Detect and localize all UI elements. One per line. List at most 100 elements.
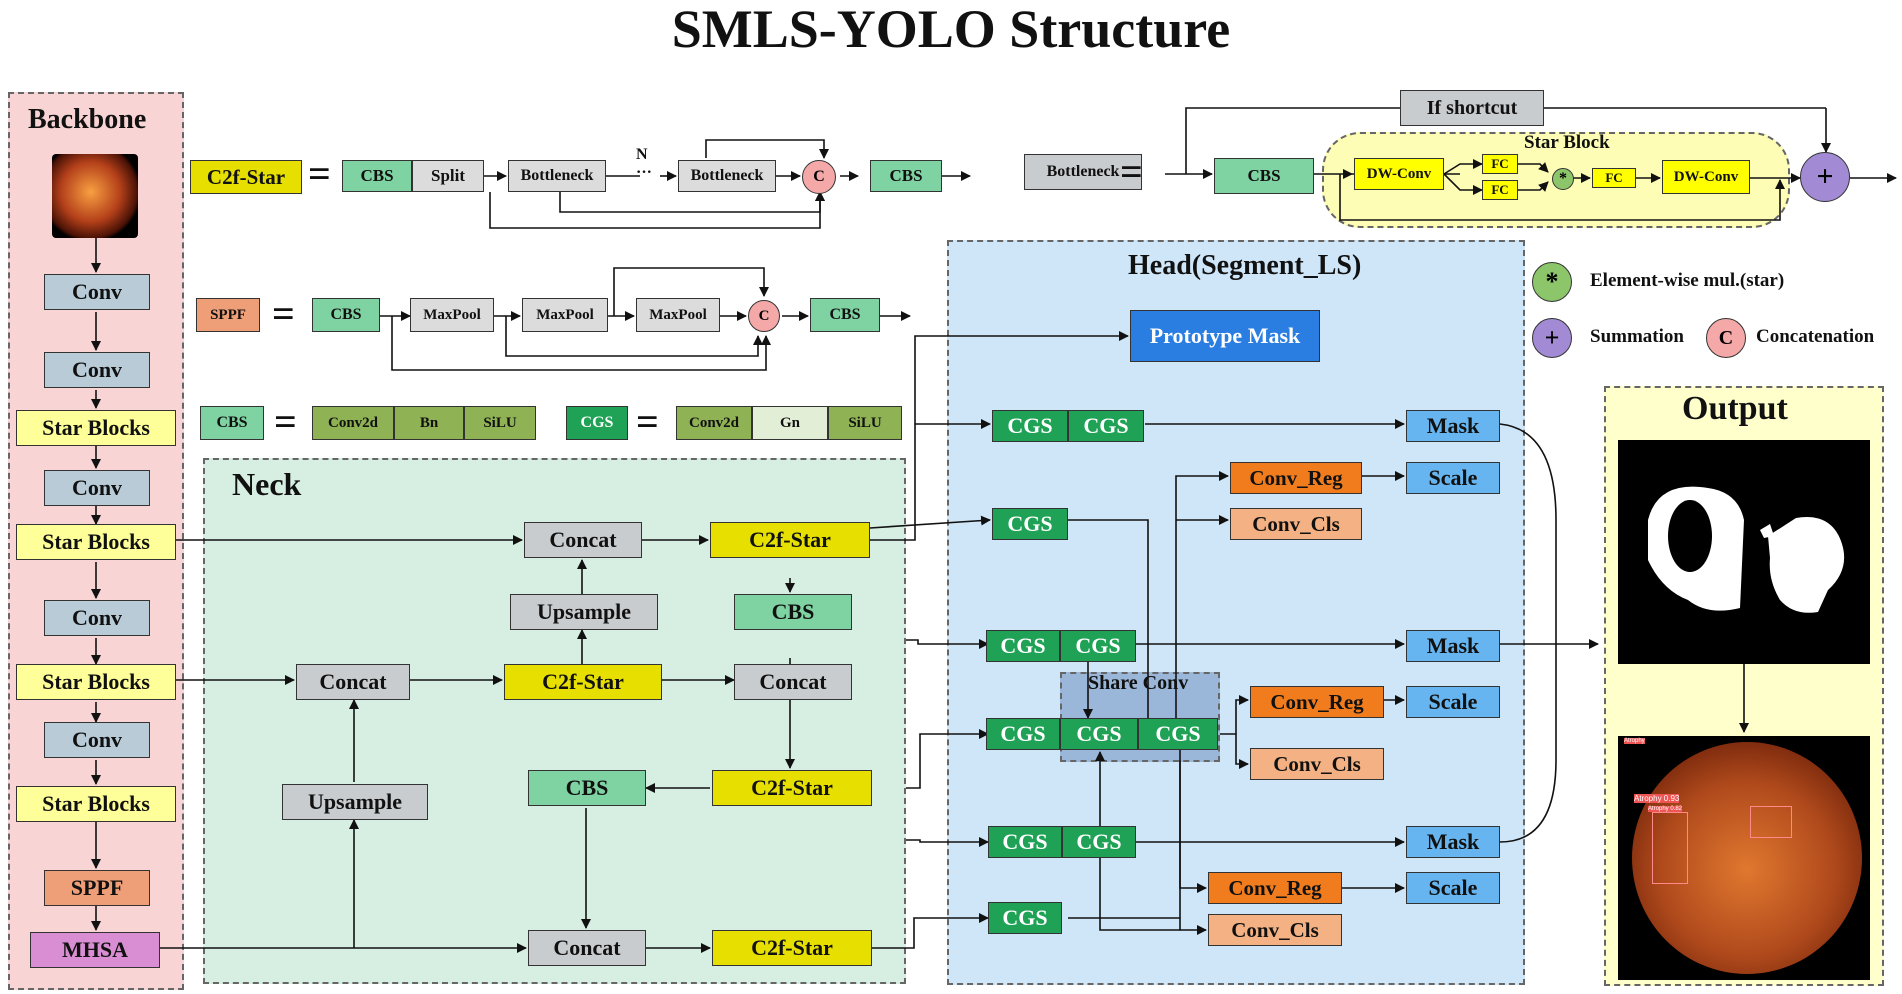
legend-star-text: Element-wise mul.(star) [1590,270,1785,291]
neck-title: Neck [232,466,302,502]
def-cbs: CBS [200,406,264,440]
mask-shapes [1648,486,1845,613]
equals-cbs: = [274,399,297,444]
neck-c2f-star-3: C2f-Star [712,770,872,806]
cbs-conv2d: Conv2d [312,406,394,440]
head-cgs-3b: CGS [1060,630,1136,662]
neck-concat-4: Concat [528,930,646,966]
backbone-title: Backbone [28,104,147,135]
sppf-maxpool-2: MaxPool [522,298,608,332]
head-cgs-share-1: CGS [1060,718,1138,750]
c2f-n-label: N [636,146,648,163]
neck-c2f-star-2: C2f-Star [504,664,662,700]
output-detection-image: Atrophy 0.93 Atrophy 0.82 Atrophy [1618,736,1870,980]
star-mul-circle: * [1552,168,1574,190]
star-block-title: Star Block [1524,132,1610,153]
equals-c2f: = [308,151,331,196]
equals-bottleneck: = [1120,149,1143,194]
equals-cgs: = [636,399,659,444]
cgs-gn: Gn [752,406,828,440]
head-cgs-1b: CGS [1068,410,1144,442]
head-cgs-5a: CGS [988,826,1062,858]
head-conv-reg-3: Conv_Reg [1208,872,1342,904]
prototype-mask: Prototype Mask [1130,310,1320,362]
legend-c-text: Concatenation [1756,326,1875,347]
backbone-conv-1: Conv [44,274,150,310]
detection-label-2: Atrophy 0.82 [1648,806,1683,812]
output-mask-image [1618,440,1870,664]
bottleneck-cbs: CBS [1214,158,1314,194]
head-mask-2: Mask [1406,630,1500,662]
neck-c2f-star-1: C2f-Star [710,522,870,558]
cbs-bn: Bn [394,406,464,440]
neck-upsample-2: Upsample [282,784,428,820]
c2f-concat-circle: C [802,160,836,194]
c2f-cbs-2: CBS [870,160,942,192]
if-shortcut-box: If shortcut [1400,90,1544,126]
legend-c-icon: C [1706,318,1746,358]
c2f-cbs-1: CBS [342,160,412,192]
head-cgs-4a: CGS [986,718,1060,750]
head-conv-cls-1: Conv_Cls [1230,508,1362,540]
input-fundus-image [52,154,138,238]
def-bottleneck: Bottleneck [1024,154,1142,190]
backbone-conv-2: Conv [44,352,150,388]
backbone-sppf: SPPF [44,870,150,906]
detection-box-2 [1750,806,1792,838]
sppf-concat-circle: C [748,300,780,332]
cgs-conv2d: Conv2d [676,406,752,440]
head-mask-1: Mask [1406,410,1500,442]
backbone-star-blocks-3: Star Blocks [16,664,176,700]
neck-concat-1: Concat [524,522,642,558]
backbone-conv-5: Conv [44,722,150,758]
neck-cbs-2: CBS [528,770,646,806]
sppf-cbs-1: CBS [312,298,380,332]
star-dw-conv-2: DW-Conv [1662,160,1750,194]
sppf-maxpool-3: MaxPool [636,298,720,332]
head-scale-2: Scale [1406,686,1500,718]
neck-concat-2: Concat [296,664,410,700]
neck-concat-3: Concat [734,664,852,700]
diagram-title: SMLS-YOLO Structure [671,0,1231,59]
backbone-star-blocks-2: Star Blocks [16,524,176,560]
detection-fundus [1632,742,1862,974]
def-c2f-star: C2f-Star [190,160,302,194]
head-cgs-6: CGS [988,902,1062,934]
head-panel [947,240,1525,985]
share-conv-title: Share Conv [1088,672,1189,694]
neck-upsample-1: Upsample [510,594,658,630]
head-conv-cls-3: Conv_Cls [1208,914,1342,946]
legend-plus-text: Summation [1590,326,1684,347]
def-cgs: CGS [566,406,628,440]
c2f-split: Split [412,160,484,192]
c2f-bottleneck-n: Bottleneck [678,160,776,192]
backbone-star-blocks-4: Star Blocks [16,786,176,822]
sppf-maxpool-1: MaxPool [410,298,494,332]
cgs-silu: SiLU [828,406,902,440]
head-conv-reg-2: Conv_Reg [1250,686,1384,718]
backbone-conv-4: Conv [44,600,150,636]
head-scale-3: Scale [1406,872,1500,904]
output-title: Output [1682,390,1788,427]
equals-sppf: = [272,291,295,336]
head-conv-reg-1: Conv_Reg [1230,462,1362,494]
head-mask-3: Mask [1406,826,1500,858]
head-cgs-3a: CGS [986,630,1060,662]
head-scale-1: Scale [1406,462,1500,494]
c2f-bottleneck-1: Bottleneck [508,160,606,192]
legend-star-icon: * [1532,262,1572,302]
neck-cbs-1: CBS [734,594,852,630]
cbs-silu: SiLU [464,406,536,440]
star-fc-2: FC [1482,180,1518,200]
head-cgs-5b: CGS [1062,826,1136,858]
backbone-mhsa: MHSA [30,932,160,968]
star-dw-conv-1: DW-Conv [1354,158,1444,190]
detection-label-1: Atrophy 0.93 [1634,794,1680,803]
star-fc-3: FC [1592,168,1636,188]
backbone-conv-3: Conv [44,470,150,506]
head-title: Head(Segment_LS) [1128,250,1362,281]
sppf-cbs-2: CBS [810,298,880,332]
summation-circle: + [1800,152,1850,202]
